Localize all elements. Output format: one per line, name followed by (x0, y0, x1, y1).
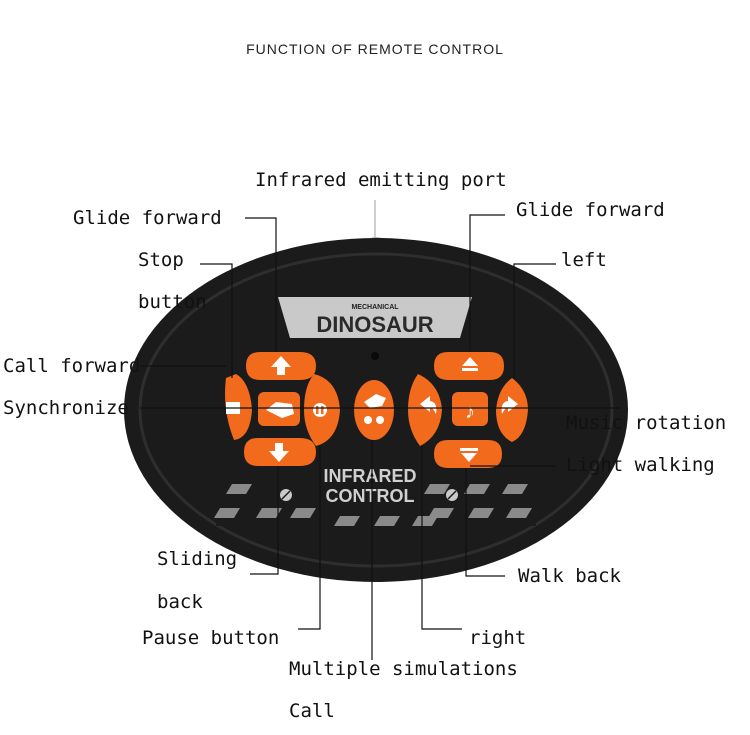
btn-music-rotation[interactable]: ♪ (452, 392, 488, 426)
btn-left[interactable] (496, 378, 528, 442)
label-sliding-line2: back (157, 591, 203, 613)
turn-right-icon (501, 396, 518, 414)
label-multiple-line2: Call (289, 700, 335, 722)
control-text: CONTROL (326, 486, 415, 506)
btn-synchronize[interactable] (258, 392, 300, 426)
dino-head-icon (364, 394, 386, 408)
brand-top-text: MECHANICAL (351, 304, 399, 311)
walk-back-icon (460, 448, 478, 451)
label-glide-forward-left: Glide forward (73, 207, 222, 229)
label-light-walking: Light walking (566, 454, 715, 476)
label-music-rotation: Music rotation (566, 412, 727, 434)
glide-icon (462, 357, 478, 366)
music-note-icon: ♪ (465, 401, 475, 423)
remote-rim (138, 252, 614, 568)
btn-multiple-simulations[interactable] (354, 380, 394, 440)
btn-walk-back[interactable] (434, 440, 502, 468)
leader-lines (140, 214, 620, 660)
label-stop-line2: button (138, 291, 207, 313)
label-multiple-line1: Multiple simulations (289, 658, 518, 680)
label-right: right (469, 627, 527, 649)
label-pause-button: Pause button (142, 627, 280, 649)
label-infrared-port: Infrared emitting port (255, 169, 507, 191)
label-left: left (561, 249, 607, 271)
label-synchronize: Synchronize (3, 397, 129, 419)
sensor-dot (371, 352, 379, 360)
btn-right[interactable] (408, 374, 442, 446)
brand-plate (278, 297, 472, 338)
infrared-text: INFRARED (324, 466, 417, 486)
pause-icon (313, 403, 327, 417)
dino-icon (266, 402, 294, 418)
brand-main-text: DINOSAUR (316, 312, 433, 337)
label-stop-line1: Stop (138, 249, 184, 271)
btn-glide-forward-right[interactable] (434, 352, 504, 380)
label-sliding-line1: Sliding (157, 548, 238, 570)
btn-up[interactable] (246, 352, 316, 380)
arrow-down-icon (269, 443, 289, 462)
stripe-band (214, 480, 536, 526)
btn-down[interactable] (244, 438, 316, 466)
label-call-forward: Call forward (3, 355, 141, 377)
btn-pause[interactable] (304, 374, 340, 446)
page-title: FUNCTION OF REMOTE CONTROL (246, 41, 504, 57)
arrow-up-icon (271, 356, 291, 375)
label-glide-forward-right: Glide forward (516, 199, 665, 221)
turn-left-icon (420, 396, 437, 414)
label-walk-back: Walk back (518, 565, 621, 587)
